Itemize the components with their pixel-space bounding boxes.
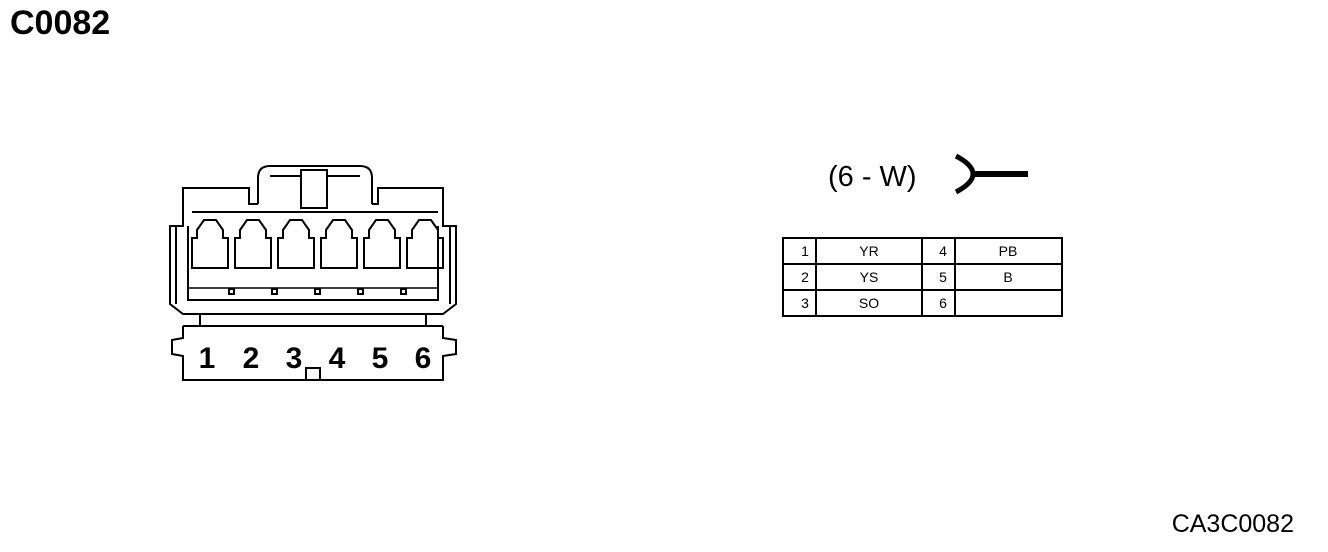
table-row-1-pin-b: 4 [939,243,947,259]
table-row-2-wire-b: B [1003,269,1012,285]
contact-dot [271,288,278,295]
pin-label-3: 3 [286,342,303,375]
table-row-3-wire-a: SO [859,295,879,311]
connector-type-label: (6 - W) [828,161,917,193]
pin-label-2: 2 [243,342,260,375]
pin-table [782,237,1063,317]
terminal-cavity-3 [277,219,315,269]
table-row-3-pin-a: 3 [801,295,809,311]
pin-table-cells: 1 YR 4 PB 2 YS 5 B 3 SO 6 [801,243,1017,311]
table-row-3-pin-b: 6 [939,295,947,311]
terminal-cavities [191,219,444,295]
terminal-cavity-6 [406,219,444,269]
table-row-2-wire-a: YS [860,269,879,285]
table-row-2-pin-a: 2 [801,269,809,285]
contact-dot [228,288,235,295]
pin-label-4: 4 [329,342,346,375]
terminal-cavity-1 [191,219,229,269]
table-row-1-wire-a: YR [859,243,878,259]
contact-dot [357,288,364,295]
pin-number-labels: 1 2 3 4 5 6 [199,342,432,375]
pin-label-5: 5 [372,342,389,375]
pin-label-6: 6 [415,342,432,375]
terminal-cavity-5 [363,219,401,269]
contact-dot [400,288,407,295]
female-connector-symbol [954,153,1028,195]
pin-label-1: 1 [199,342,216,375]
contact-dot [314,288,321,295]
terminal-cavity-4 [320,219,358,269]
diagram-title: C0082 [10,4,111,42]
table-row-2-pin-b: 5 [939,269,947,285]
table-row-1-wire-b: PB [999,243,1018,259]
reference-code: CA3C0082 [1171,510,1294,538]
terminal-cavity-2 [234,219,272,269]
table-row-1-pin-a: 1 [801,243,809,259]
